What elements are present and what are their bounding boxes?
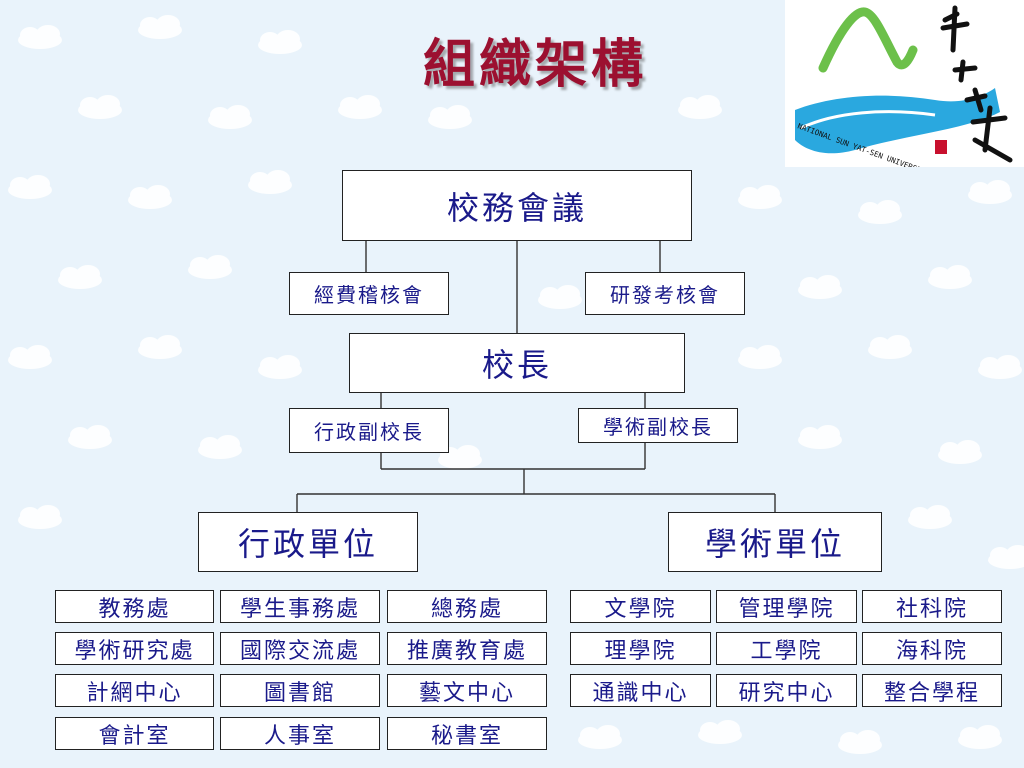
academic-unit: 海科院 (862, 632, 1002, 665)
admin-unit: 學生事務處 (220, 590, 380, 623)
node-academic-units: 學術單位 (668, 512, 882, 572)
node-rd-committee: 研發考核會 (585, 272, 745, 315)
admin-unit: 人事室 (220, 717, 380, 750)
node-council: 校務會議 (342, 170, 692, 241)
node-budget-committee: 經費稽核會 (289, 272, 449, 315)
admin-unit: 國際交流處 (220, 632, 380, 665)
academic-unit: 研究中心 (716, 674, 857, 707)
admin-unit: 會計室 (55, 717, 214, 750)
admin-unit: 學術研究處 (55, 632, 214, 665)
academic-unit: 通識中心 (570, 674, 711, 707)
admin-unit: 總務處 (387, 590, 547, 623)
admin-unit: 計網中心 (55, 674, 214, 707)
academic-unit: 理學院 (570, 632, 711, 665)
page-title: 組織架構 (422, 34, 647, 95)
node-president: 校長 (349, 333, 685, 393)
admin-unit: 秘書室 (387, 717, 547, 750)
node-vp-admin: 行政副校長 (289, 408, 449, 453)
seal-icon (935, 140, 947, 154)
academic-unit: 管理學院 (716, 590, 857, 623)
node-vp-academic: 學術副校長 (578, 408, 738, 443)
academic-unit: 社科院 (862, 590, 1002, 623)
academic-unit: 文學院 (570, 590, 711, 623)
admin-unit: 教務處 (55, 590, 214, 623)
academic-unit: 整合學程 (862, 674, 1002, 707)
admin-unit: 圖書館 (220, 674, 380, 707)
admin-unit: 藝文中心 (387, 674, 547, 707)
academic-unit: 工學院 (716, 632, 857, 665)
node-admin-units: 行政單位 (198, 512, 418, 572)
admin-unit: 推廣教育處 (387, 632, 547, 665)
